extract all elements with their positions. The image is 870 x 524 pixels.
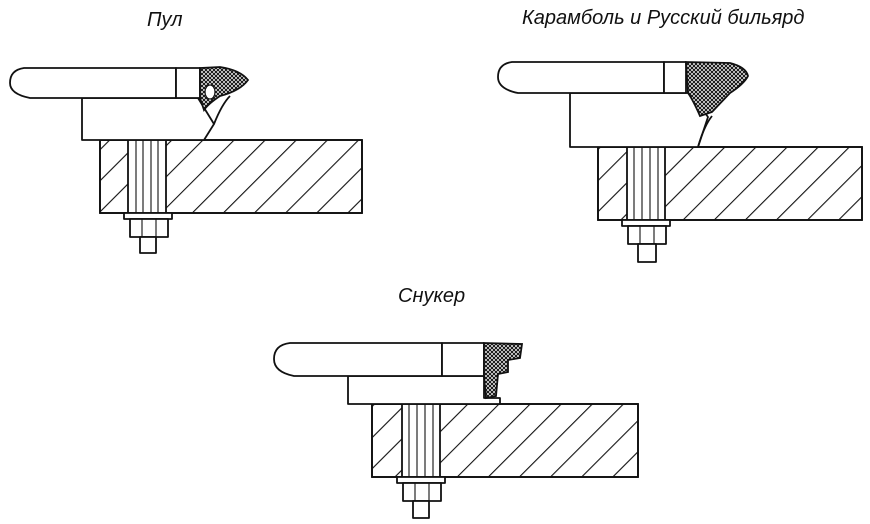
carom-rail-top (497, 61, 665, 94)
pool-cushion-section (9, 66, 363, 254)
pool-rail-nose (175, 67, 201, 99)
carom-rubber (685, 61, 749, 118)
pool-bolt (123, 135, 173, 254)
carom-bolt (621, 142, 671, 263)
snooker-caption: Снукер (398, 285, 466, 307)
carom-rail-nose (663, 61, 687, 94)
pool-bolt-hole (127, 139, 167, 214)
carom-cushion-block (569, 92, 709, 148)
snooker-bolt-hole (401, 403, 441, 478)
carom-cushion-section (497, 61, 863, 263)
snooker-cushion-block (347, 375, 501, 405)
snooker-rail-nose (441, 342, 485, 377)
pool-rail-top (9, 67, 177, 99)
snooker-rubber (483, 342, 524, 400)
snooker-rail-top (273, 342, 443, 377)
carom-caption: Карамболь и Русский бильярд (522, 7, 805, 29)
pool-cushion-block (81, 97, 215, 141)
pool-rubber (199, 66, 250, 113)
pool-caption: Пул (147, 9, 183, 31)
carom-bolt-hole (626, 146, 666, 221)
snooker-cushion-section (273, 342, 639, 519)
snooker-bolt (396, 399, 446, 519)
